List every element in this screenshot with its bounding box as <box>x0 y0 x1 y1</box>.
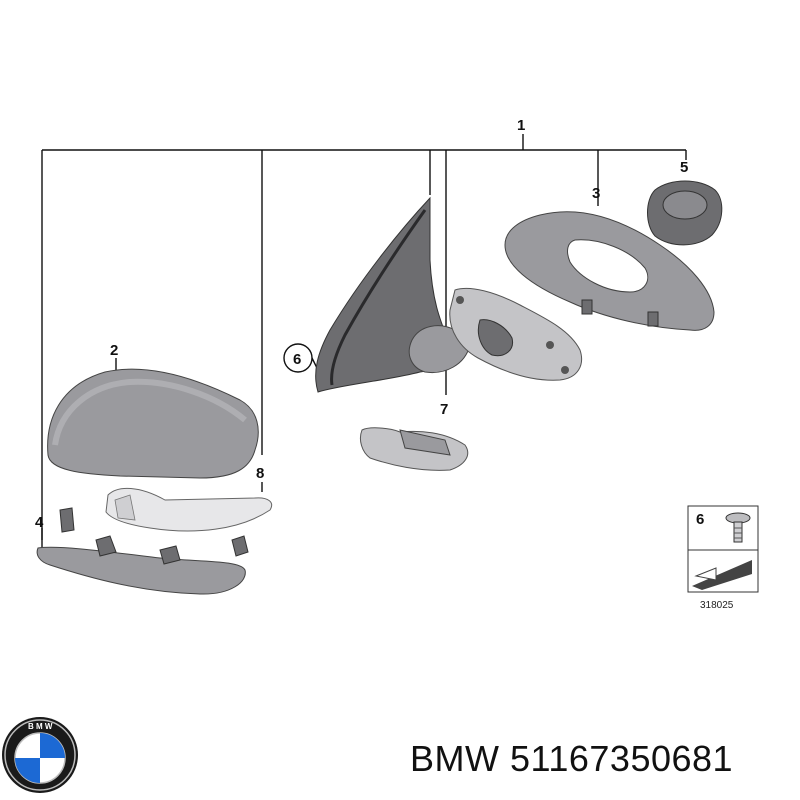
fastener-legend-box: 6 318025 <box>687 505 759 611</box>
part-number: 51167350681 <box>510 738 734 779</box>
callout-3: 3 <box>592 185 600 202</box>
lower-trim-part <box>36 507 249 595</box>
arrow-icon <box>692 560 752 590</box>
screw-icon <box>725 512 751 543</box>
brand-name: BMW <box>410 738 500 779</box>
reference-code: 318025 <box>700 600 734 611</box>
bmw-logo: B M W <box>2 717 78 793</box>
callout-8: 8 <box>256 465 264 482</box>
callout-1: 1 <box>517 117 525 134</box>
callout-6: 6 <box>293 351 301 368</box>
callout-4: 4 <box>35 514 44 531</box>
bmw-logo-lettering: B M W <box>28 722 53 731</box>
callout-2: 2 <box>110 342 118 359</box>
mirror-mechanism-part <box>449 287 583 381</box>
lower-bracket-part <box>359 427 469 471</box>
mirror-base-part <box>315 196 471 393</box>
leader-lines <box>41 134 687 550</box>
callout-5: 5 <box>680 159 688 176</box>
callout-7: 7 <box>440 401 448 418</box>
mirror-motor-part <box>647 180 723 246</box>
mirror-housing-part <box>504 211 715 331</box>
legend-callout-6: 6 <box>696 511 704 528</box>
mirror-cap-part <box>47 368 259 479</box>
turn-signal-part <box>105 487 273 532</box>
part-number-caption: BMW 51167350681 <box>410 738 733 780</box>
callout-6-circle <box>283 343 313 373</box>
